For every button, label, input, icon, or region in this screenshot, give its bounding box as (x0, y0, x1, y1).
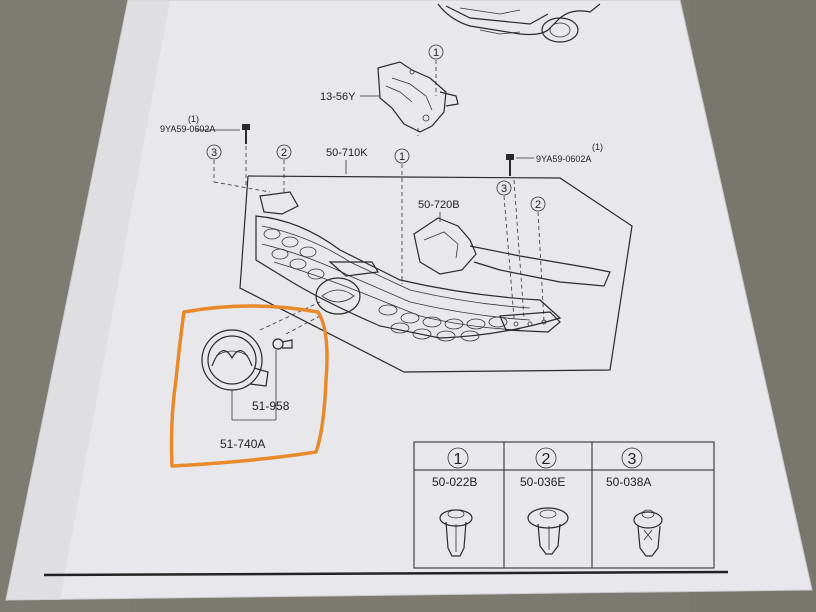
callout-2-left: 2 (281, 147, 287, 159)
legend-num-3: 3 (628, 451, 637, 468)
callout-circle (428, 44, 444, 60)
screw-left-label: 9YA59-0602A (160, 124, 215, 134)
callout-1-mid: 1 (399, 151, 405, 163)
legend-num-2: 2 (542, 451, 551, 468)
grille-part (255, 191, 562, 342)
legend-part-1: 50-022B (432, 475, 477, 489)
grille-label: 50-710K (326, 147, 368, 159)
legend-num-1: 1 (454, 451, 463, 468)
clip-icon-2 (527, 507, 569, 555)
cover-label: 50-720B (418, 199, 460, 211)
clip-icon-3 (633, 509, 663, 557)
callout-3-right: 3 (501, 183, 507, 195)
screw-right-part (506, 154, 514, 176)
screw-right-qty: (1) (592, 142, 603, 152)
emblem-clip-part (272, 338, 293, 350)
callout-1-top: 1 (433, 47, 439, 59)
legend-table: 1 2 3 50-022B 50-036E 50-038A (413, 441, 715, 569)
screw-left-part (242, 124, 250, 144)
legend-part-2: 50-036E (520, 475, 565, 489)
clip-icon-1 (439, 509, 473, 557)
grille-frame (239, 175, 633, 373)
emblem-label: 51-740A (220, 437, 265, 451)
bottom-rule (43, 570, 729, 577)
callout-2-right: 2 (535, 199, 541, 211)
bracket-part (377, 61, 459, 133)
screw-right-label: 9YA59-0602A (536, 154, 591, 164)
orange-highlight (169, 304, 329, 468)
legend-part-3: 50-038A (606, 475, 651, 489)
emblem-clip-label: 51-958 (252, 399, 290, 413)
callout-3-left: 3 (211, 147, 217, 159)
bracket-label: 13-56Y (320, 91, 356, 103)
cover-part (413, 217, 611, 287)
car-illustration (437, 3, 601, 43)
screw-left-qty: (1) (188, 114, 199, 124)
